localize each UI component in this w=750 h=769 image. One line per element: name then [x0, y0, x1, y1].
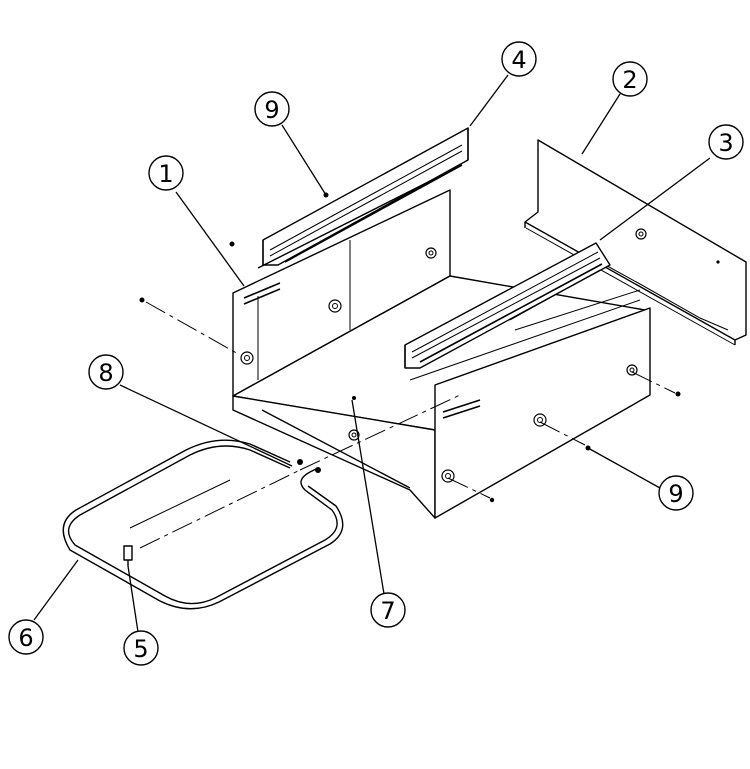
callout-1-circle [148, 155, 184, 191]
heating-element [62, 394, 461, 610]
callout-5-circle [123, 630, 159, 666]
right-side-panel [434, 307, 681, 519]
callout-6-circle [8, 619, 44, 655]
back-panel [524, 139, 747, 346]
callout-5-label: 5 [133, 635, 148, 663]
callout-2-circle [612, 61, 648, 97]
callout-9-top-circle [254, 91, 290, 127]
callout-9-right-label: 9 [668, 480, 683, 508]
callout-9-top-label: 9 [264, 96, 279, 124]
callout-2-label: 2 [622, 66, 637, 94]
callout-9-right-circle [658, 475, 694, 511]
callout-4-circle [501, 41, 537, 77]
callout-8-circle [88, 354, 124, 390]
callout-1-label: 1 [158, 160, 173, 188]
left-rail [229, 127, 469, 269]
callout-7-circle [370, 592, 406, 628]
callouts: 1 2 3 4 9 8 7 9 6 [8, 41, 744, 666]
callout-6-label: 6 [18, 624, 33, 652]
callout-7-label: 7 [380, 597, 395, 625]
element-bracket [123, 545, 133, 566]
right-rail [404, 242, 641, 381]
callout-3-circle [708, 124, 744, 160]
callout-4-label: 4 [511, 46, 526, 74]
callout-3-label: 3 [718, 129, 733, 157]
callout-8-label: 8 [98, 359, 113, 387]
